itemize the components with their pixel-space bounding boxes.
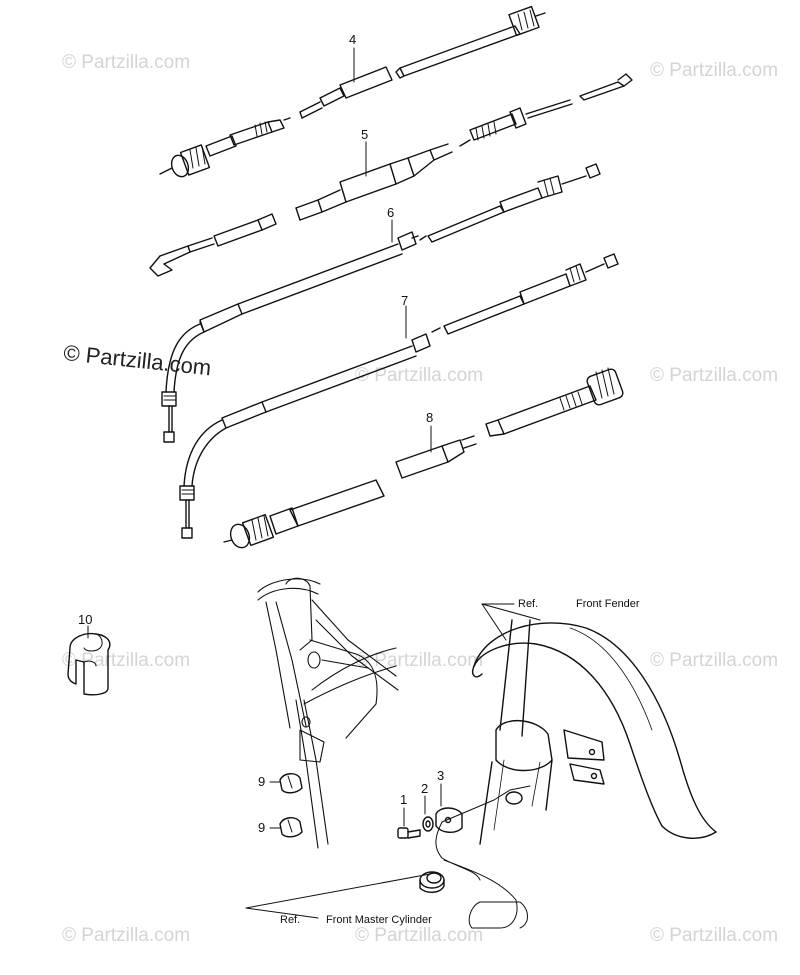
watermark: © Partzilla.com [62, 650, 191, 671]
callout-10[interactable]: 10 [78, 612, 93, 627]
frame-outline [257, 577, 399, 849]
watermark: © Partzilla.com [62, 52, 191, 73]
ref-leaders [245, 603, 541, 919]
front-fender-label: Front Fender [576, 598, 640, 610]
watermark: © Partzilla.com [650, 650, 779, 671]
cable-7 [179, 253, 619, 539]
callout-2[interactable]: 2 [421, 781, 429, 796]
callout-8[interactable]: 8 [426, 410, 434, 425]
watermark: © Partzilla.com [650, 60, 779, 81]
cable-5 [149, 73, 633, 277]
parts-1-2-3 [397, 783, 463, 893]
callout-9[interactable]: 9 [258, 774, 266, 789]
front-master-cylinder-label: Front Master Cylinder [326, 914, 432, 926]
watermark: © Partzilla.com [62, 925, 191, 946]
clips-9 [269, 773, 303, 838]
callout-5[interactable]: 5 [361, 127, 369, 142]
cable-8 [223, 367, 624, 549]
watermark: © Partzilla.com [355, 650, 484, 671]
fender-and-fork [435, 619, 717, 929]
callout-7[interactable]: 7 [401, 293, 409, 308]
watermark: © Partzilla.com [650, 925, 779, 946]
clamp-10 [67, 625, 111, 696]
cable-6 [161, 163, 601, 443]
watermark: © Partzilla.com [355, 365, 484, 386]
cable-4 [159, 5, 546, 178]
callout-6[interactable]: 6 [387, 205, 395, 220]
callout-4[interactable]: 4 [349, 32, 357, 47]
watermark: © Partzilla.com [355, 925, 484, 946]
watermark: © Partzilla.com [650, 365, 779, 386]
callout-1[interactable]: 1 [400, 792, 408, 807]
callout-3[interactable]: 3 [437, 768, 445, 783]
callout-leaders [353, 47, 432, 453]
cylinder-ref-label: Ref. [280, 914, 301, 926]
callout-9[interactable]: 9 [258, 820, 266, 835]
fender-ref-label: Ref. [518, 598, 539, 610]
